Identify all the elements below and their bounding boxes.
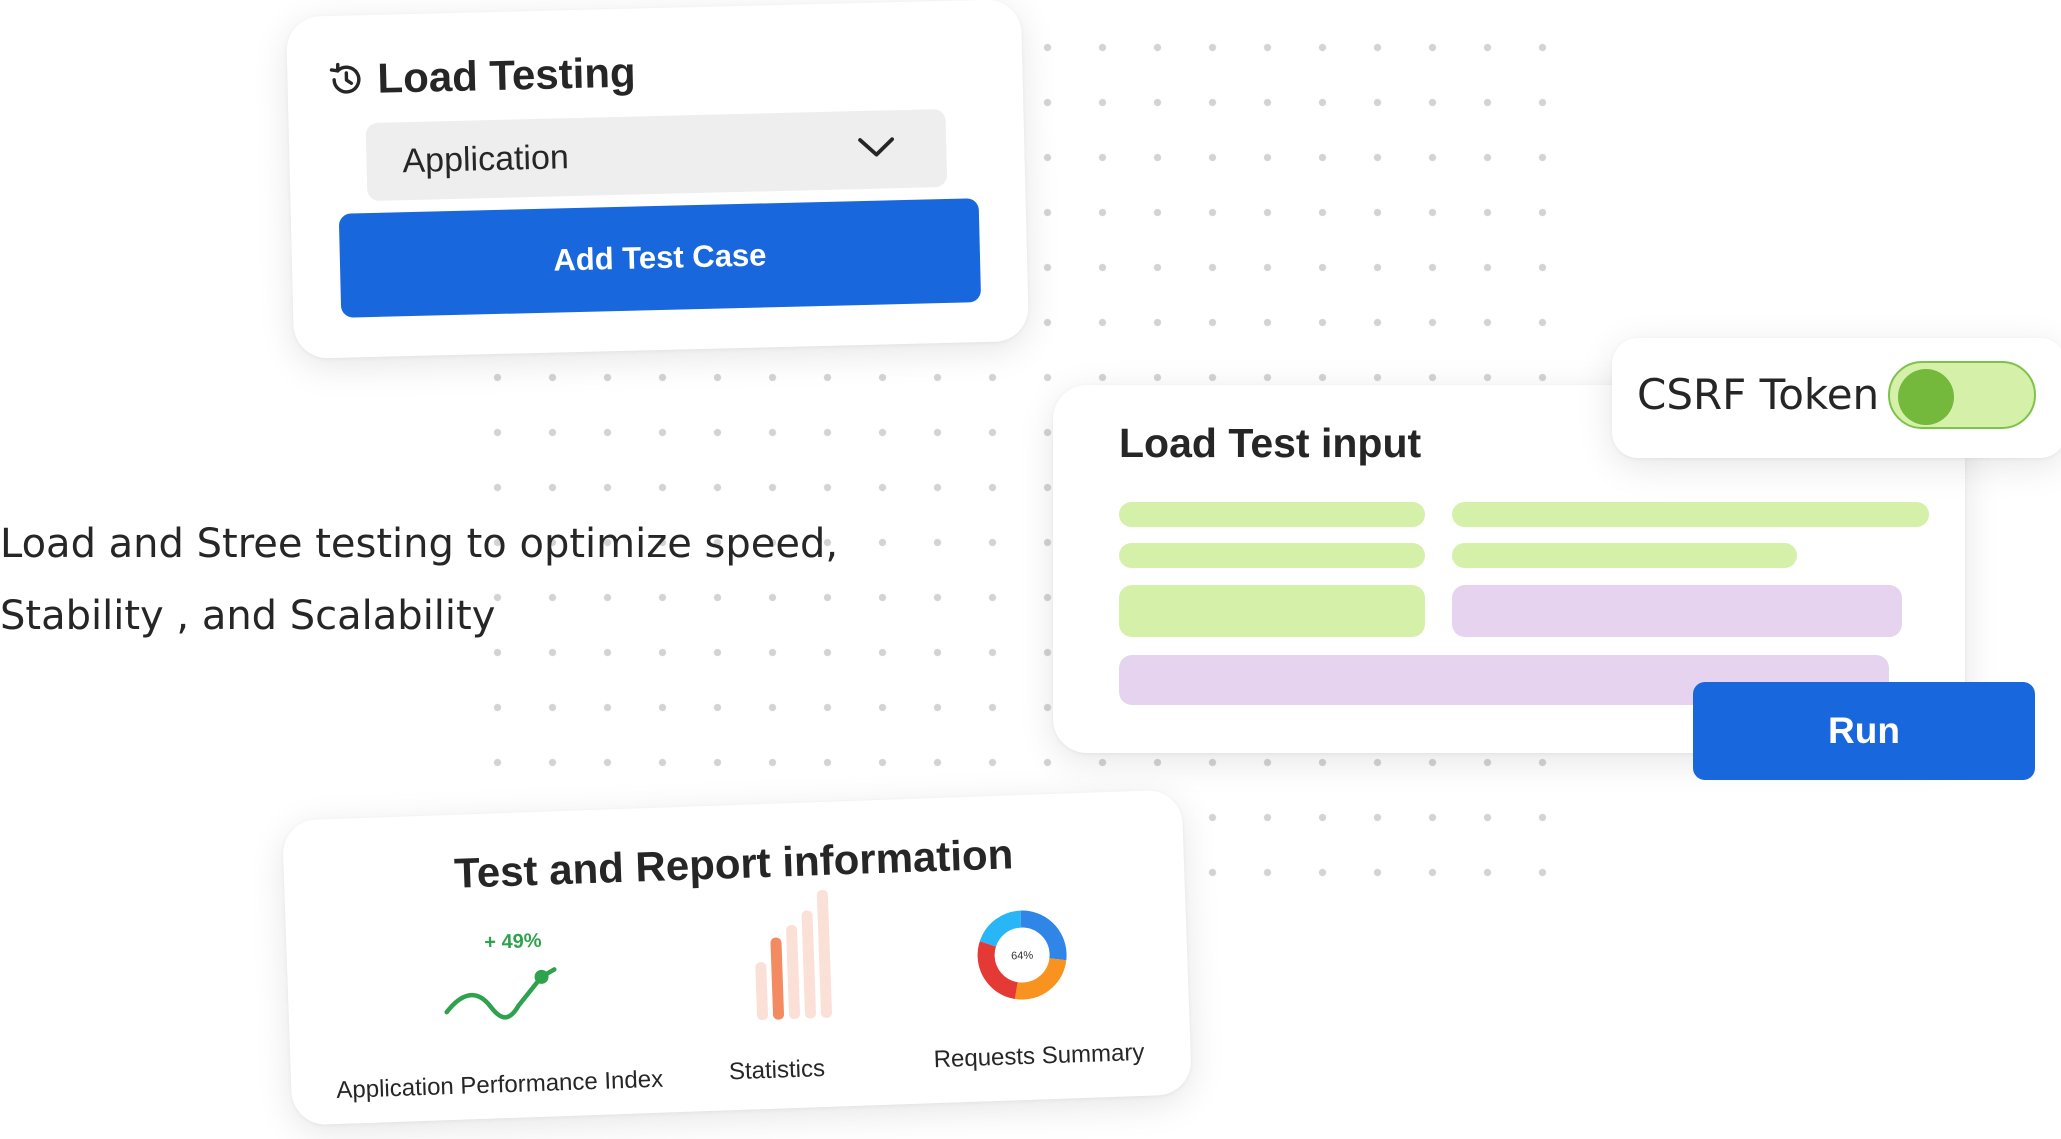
bar-chart-icon [755,889,832,1021]
statistics-label: Statistics [728,1055,826,1086]
input-field-placeholder[interactable] [1119,543,1425,568]
input-field-placeholder[interactable] [1452,502,1929,527]
history-icon [329,62,361,94]
input-field-placeholder[interactable] [1119,585,1425,637]
run-button[interactable]: Run [1693,682,2035,780]
tagline: Load and Stree testing to optimize speed… [0,508,838,652]
csrf-token-toggle[interactable] [1888,361,2036,429]
application-select-value: Application [402,138,570,181]
requests-summary-label: Requests Summary [933,1038,1145,1074]
trend-line-icon [444,967,557,1020]
tagline-line-1: Load and Stree testing to optimize speed… [0,521,839,567]
test-report-card: Test and Report information + 49% Applic… [281,789,1193,1126]
apdex-label: Application Performance Index [335,1065,664,1105]
apdex-change-badge: + 49% [483,929,542,954]
input-field-placeholder[interactable] [1452,543,1797,568]
toggle-knob [1898,369,1954,425]
csrf-token-label: CSRF Token [1637,370,1880,419]
input-field-placeholder[interactable] [1452,585,1902,637]
input-field-placeholder[interactable] [1119,502,1425,527]
load-testing-card: Load Testing Application Add Test Case [285,0,1030,359]
load-test-input-title: Load Test input [1119,420,1422,466]
donut-center-text: 64% [1011,950,1034,963]
load-testing-title: Load Testing [376,48,637,102]
application-select[interactable]: Application [365,108,948,202]
csrf-token-card: CSRF Token [1612,338,2061,458]
donut-chart-icon: 64% [977,910,1067,1000]
add-test-case-button[interactable]: Add Test Case [338,198,982,318]
chevron-down-icon[interactable] [856,134,897,161]
load-testing-header: Load Testing [327,49,636,105]
tagline-line-2: Stability , and Scalability [0,593,496,639]
